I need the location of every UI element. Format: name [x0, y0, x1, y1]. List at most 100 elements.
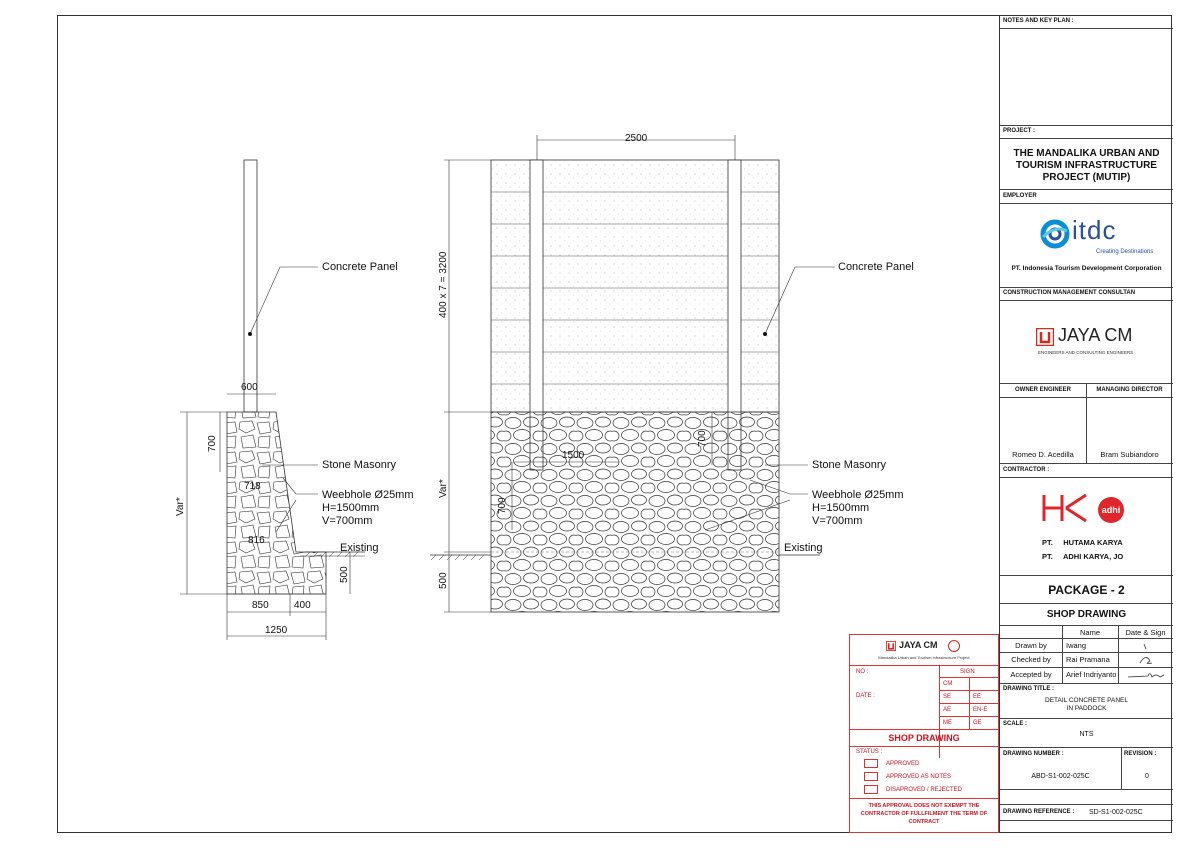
managing-director-header: MANAGING DIRECTOR — [1096, 387, 1163, 393]
revision-header: REVISION : — [1124, 751, 1157, 757]
jaya-cm-logo-text: JAYA CM — [1058, 325, 1133, 345]
dim-var-left: Var* — [175, 497, 186, 516]
contractor-1: PT. HUTAMA KARYA — [1042, 538, 1123, 547]
right-existing-label: Existing — [784, 542, 823, 554]
stamp-status-label: STATUS : — [856, 749, 883, 755]
stamp-role-me: ME — [943, 720, 952, 726]
drawing-title-line-1: DETAIL CONCRETE PANEL — [1045, 697, 1128, 704]
hutama-karya-logo-icon — [1042, 493, 1087, 523]
project-header: PROJECT : — [1003, 128, 1036, 134]
dim-2500: 2500 — [625, 133, 648, 144]
adhi-logo: adhi — [1098, 497, 1124, 523]
approved-checkbox[interactable] — [864, 759, 878, 768]
jaya-cm-mark-icon — [1034, 326, 1056, 348]
project-title-line-3: PROJECT (MUTIP) — [1042, 172, 1131, 183]
drawing-frame — [57, 15, 1172, 833]
dim-1500: 1500 — [562, 450, 585, 461]
contractor-header: CONTRACTOR : — [1003, 467, 1050, 473]
left-existing-label: Existing — [340, 542, 379, 554]
scale-value: NTS — [1079, 731, 1094, 738]
dim-3200: 400 x 7 = 3200 — [438, 251, 449, 318]
dim-1250: 1250 — [265, 625, 288, 636]
right-weephole-label-1: Weebhole Ø25mm — [812, 489, 904, 501]
revision-value: 0 — [1145, 773, 1149, 780]
approved-label: APPROVED — [886, 761, 920, 767]
jaya-cm-tagline: ENGINEERS AND CONSULTING ENGINEERS — [1038, 350, 1134, 355]
cmc-header: CONSTRUCTION MANAGEMENT CONSULTAN — [1003, 290, 1136, 296]
owner-engineer-header: OWNER ENGINEER — [1014, 387, 1071, 393]
left-section — [180, 159, 365, 640]
stamp-no-label: NO : — [856, 669, 869, 675]
right-weephole-label-3: V=700mm — [812, 515, 863, 527]
drawing-number: ABD-S1-002-025C — [1031, 773, 1090, 780]
dim-600: 600 — [241, 382, 258, 393]
dim-var-right: Var* — [438, 479, 449, 498]
left-stone-masonry — [226, 411, 327, 595]
stamp-role-en-e: EN-E — [973, 707, 988, 713]
section-drawing — [180, 135, 835, 640]
contractor-2: PT. ADHI KARYA, JO — [1042, 552, 1124, 561]
name-col-header: Name — [1079, 628, 1100, 637]
stamp-disclaimer-line-3: CONTRACT — [908, 819, 940, 825]
signature-icon — [1127, 643, 1165, 678]
date-col-header: Date & Sign — [1125, 628, 1166, 637]
dim-500-left: 500 — [339, 566, 350, 583]
approved-as-notes-checkbox[interactable] — [864, 772, 878, 781]
dim-700-left: 700 — [207, 435, 218, 452]
dim-718: 718 — [244, 481, 261, 492]
stamp-logo-text: JAYA CM — [899, 640, 938, 650]
stamp-date-label: DATE : — [856, 693, 875, 699]
owner-engineer-name: Romeo D. Acedilla — [1012, 450, 1074, 459]
stamp-role-ee: EE — [973, 694, 982, 700]
package-label: PACKAGE - 2 — [1048, 583, 1125, 597]
right-stone-masonry-label: Stone Masonry — [812, 459, 886, 471]
left-concrete-panel-label: Concrete Panel — [322, 261, 398, 273]
itdc-tagline: Creating Destinations — [1096, 249, 1154, 255]
stamp-role-ge: GE — [973, 720, 982, 726]
employer-header: EMPLOYER — [1003, 193, 1037, 199]
dim-700-right-lower: 700 — [497, 497, 508, 514]
scale-header: SCALE : — [1003, 721, 1027, 727]
dim-400: 400 — [294, 600, 311, 611]
left-concrete-panel — [243, 159, 258, 413]
drawing-number-header: DRAWING NUMBER : — [1003, 751, 1064, 757]
managing-director-name: Bram Subiandoro — [1100, 450, 1159, 459]
accepted-by-name: Arief Indriyanto — [1066, 670, 1117, 679]
right-section — [430, 135, 835, 613]
stamp-subtitle: Mandalika Urban and Tourism Infrastructu… — [878, 655, 970, 660]
drawing-reference-header: DRAWING REFERENCE : — [1003, 809, 1075, 815]
accepted-by-label: Accepted by — [1010, 670, 1052, 679]
notes-header: NOTES AND KEY PLAN : — [1003, 18, 1074, 24]
title-block: NOTES AND KEY PLAN : PROJECT : THE MANDA… — [999, 15, 1173, 833]
drawn-by-name: Iwang — [1066, 641, 1087, 650]
left-weephole-label-1: Weebhole Ø25mm — [322, 489, 414, 501]
dim-850: 850 — [252, 600, 269, 611]
right-weephole-label-2: H=1500mm — [812, 502, 870, 514]
project-title-line-1: THE MANDALIKA URBAN AND — [1013, 148, 1160, 159]
project-title-line-2: TOURISM INFRASTRUCTURE — [1016, 160, 1157, 171]
dim-816: 816 — [248, 535, 265, 546]
left-weephole-label-2: H=1500mm — [322, 502, 380, 514]
right-stone-masonry — [490, 411, 780, 613]
contractor-logos: adhi — [1042, 493, 1124, 525]
checked-by-name: Rai Pramana — [1066, 655, 1110, 664]
right-concrete-panel-label: Concrete Panel — [838, 261, 914, 273]
shop-drawing-label: SHOP DRAWING — [1046, 609, 1127, 620]
dim-700-right-upper: 700 — [697, 430, 708, 447]
stamp-logo: JAYA CM — [885, 640, 960, 653]
stamp-jaya-mark-icon — [885, 640, 897, 652]
stamp-sign-label: SIGN — [960, 669, 975, 675]
left-weephole-label-3: V=700mm — [322, 515, 373, 527]
stamp-title: SHOP DRAWING — [888, 733, 960, 743]
itdc-logo-text: itdc — [1072, 215, 1117, 245]
stamp-disclaimer-line-2: CONTRACTOR OF FULLFILMENT THE TERM OF — [860, 811, 988, 817]
itdc-swirl-icon — [1040, 219, 1070, 249]
disapproved-checkbox[interactable] — [864, 785, 878, 794]
stamp-role-cm: CM — [943, 681, 953, 687]
drawing-title-line-2: IN PADDOCK — [1066, 705, 1107, 712]
stamp-disclaimer: THIS APPROVAL DOES NOT EXEMPT THE CONTRA… — [850, 802, 998, 826]
stamp-badge-icon — [948, 640, 960, 652]
disapproved-label: DISAPROVED / REJECTED — [886, 787, 963, 793]
drawn-by-label: Drawn by — [1015, 641, 1047, 650]
stamp-role-ae: AE — [943, 707, 952, 713]
